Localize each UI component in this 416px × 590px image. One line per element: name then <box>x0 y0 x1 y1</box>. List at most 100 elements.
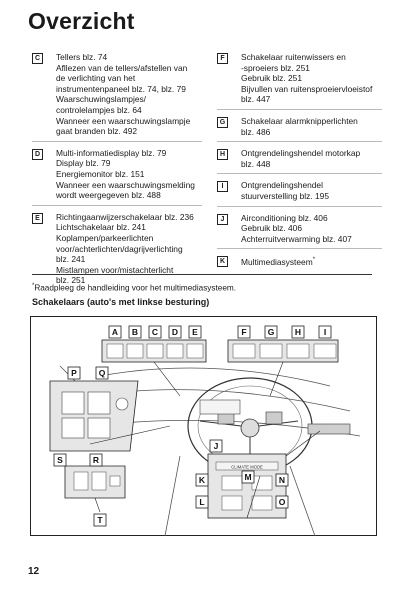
legend-entry-k-text: Multimediasysteem* <box>241 255 382 267</box>
divider <box>32 204 202 206</box>
callout-q: Q <box>95 366 109 380</box>
text-line: Energiemonitor blz. 151 <box>56 168 145 179</box>
text-line: blz. 447 <box>241 94 271 105</box>
text-line: blz. 448 <box>241 158 271 169</box>
callout-label: A <box>112 327 118 337</box>
text-line: Schakelaar ruitenwissers en <box>241 52 346 62</box>
panel-a-e <box>101 339 207 363</box>
callout-c: C <box>148 325 162 339</box>
text-line: Ontgrendelingshendel <box>241 180 323 191</box>
callout-j: J <box>209 439 223 453</box>
legend-key-g: G <box>217 116 228 128</box>
legend-key-f: F <box>217 53 228 64</box>
text-line: Mistlampen voor/mistachterlicht <box>56 264 174 275</box>
divider <box>32 140 202 142</box>
legend-key-h: H <box>217 149 228 161</box>
divider <box>217 108 382 110</box>
callout-label: C <box>152 327 158 337</box>
callouts-top-right: F G H I <box>237 325 332 339</box>
text-line: Koplampen/parkeerlichten <box>56 232 154 243</box>
legend-key-c: C <box>32 53 43 64</box>
callout-label: L <box>199 497 204 507</box>
text-line: Achterruitverwarming blz. 407 <box>241 233 352 244</box>
legend-entry-e: E Richtingaanwijzerschakelaar blz. 236 L… <box>32 212 202 286</box>
legend-key-d: D <box>32 148 43 160</box>
legend-entry-i: I Ontgrendelingshendel stuurverstelling … <box>217 180 382 201</box>
callout-i: I <box>318 325 332 339</box>
text-line: Multi-informatiedisplay blz. 79 <box>56 147 167 158</box>
callout-label: D <box>172 327 178 337</box>
legend-k-label: Multimediasysteem <box>241 257 313 268</box>
text-line: Lichtschakelaar blz. 241 <box>56 222 146 233</box>
left-legend-column: C Tellers blz. 74 Afllezen van de teller… <box>32 52 202 290</box>
legend-entry-d: D Multi-informatiedisplay blz. 79 Displa… <box>32 148 202 201</box>
callout-r: R <box>89 453 103 467</box>
callout-label: R <box>93 455 99 465</box>
section-title: Schakelaars (auto's met linkse besturing… <box>32 297 210 307</box>
right-switch-strip <box>307 423 351 435</box>
text-line: Airconditioning blz. 406 <box>241 212 328 223</box>
callout-l: L <box>195 495 209 509</box>
callout-label: E <box>192 327 198 337</box>
legend-entry-g-text: Schakelaar alarmknipperlichten blz. 486 <box>241 116 382 137</box>
callout-k: K <box>195 473 209 487</box>
text-line: Wanneer een waarschuwingsmelding <box>56 179 195 190</box>
legend-entry-c-text: Tellers blz. 74 Afllezen van de tellers/… <box>56 52 202 137</box>
text-line: Display blz. 79 <box>56 158 111 169</box>
callout-m: M <box>241 470 255 484</box>
callout-n: N <box>275 473 289 487</box>
callout-b: B <box>128 325 142 339</box>
callout-label: K <box>199 475 206 485</box>
legend-entry-k: K Multimediasysteem* <box>217 255 382 268</box>
text-line: Bijvullen van ruitensproeiervloeistof <box>241 83 373 94</box>
legend-entry-e-text: Richtingaanwijzerschakelaar blz. 236 Lic… <box>56 212 202 286</box>
text-line: Schakelaar alarmknipperlichten <box>241 115 358 126</box>
section-rule <box>32 274 372 275</box>
text-line: blz. 251 <box>56 275 86 286</box>
callout-label: F <box>241 327 246 337</box>
footnote: *Raadpleeg de handleiding voor het multi… <box>32 283 236 293</box>
door-switch-panel <box>49 380 139 452</box>
legend-entry-j: J Airconditioning blz. 406 Gebruik blz. … <box>217 213 382 245</box>
text-line: Gebruik blz. 406 <box>241 223 302 234</box>
callout-f: F <box>237 325 251 339</box>
callout-h: H <box>291 325 305 339</box>
legend-key-k: K <box>217 256 228 268</box>
text-line: Richtingaanwijzerschakelaar blz. 236 <box>56 211 194 222</box>
legend-key-j: J <box>217 213 228 225</box>
center-console: CLIMATE MODE <box>207 453 287 519</box>
legend-entry-d-text: Multi-informatiedisplay blz. 79 Display … <box>56 148 202 201</box>
text-line: instrumentenpaneel blz. 74, blz. 79 <box>56 83 186 94</box>
text-line: blz. 486 <box>241 126 271 137</box>
right-legend-column: F Schakelaar ruitenwissers en -sproeiers… <box>217 52 382 272</box>
divider <box>217 173 382 175</box>
callout-label: I <box>324 327 326 337</box>
legend-key-i: I <box>217 181 228 193</box>
legend-entry-h: H Ontgrendelingshendel motorkap blz. 448 <box>217 148 382 169</box>
callout-t: T <box>93 513 107 527</box>
footnote-mark: * <box>312 257 316 264</box>
callout-label: H <box>295 327 301 337</box>
legend-entry-g: G Schakelaar alarmknipperlichten blz. 48… <box>217 116 382 137</box>
divider <box>217 248 382 250</box>
callouts-console: J K M N L O <box>195 439 289 509</box>
footnote-text: Raadpleeg de handleiding voor het multim… <box>34 283 236 293</box>
page-number: 12 <box>28 566 40 577</box>
text-line: stuurverstelling blz. 195 <box>241 190 329 201</box>
callout-label: P <box>71 368 77 378</box>
callout-label: Q <box>99 368 106 378</box>
text-line: gaat branden blz. 492 <box>56 126 138 137</box>
console-label: CLIMATE MODE <box>231 465 263 470</box>
text-line: Tellers blz. 74 <box>56 52 108 62</box>
callout-a: A <box>108 325 122 339</box>
text-line: Multimediasysteem* <box>241 255 382 267</box>
callout-label: G <box>268 327 275 337</box>
callout-o: O <box>275 495 289 509</box>
text-line: wordt weergegeven blz. 488 <box>56 190 161 201</box>
callout-label: J <box>214 441 219 451</box>
callout-label: M <box>244 472 251 482</box>
text-line: Waarschuwingslampjes/ <box>56 94 146 105</box>
page-title: Overzicht <box>28 8 135 34</box>
